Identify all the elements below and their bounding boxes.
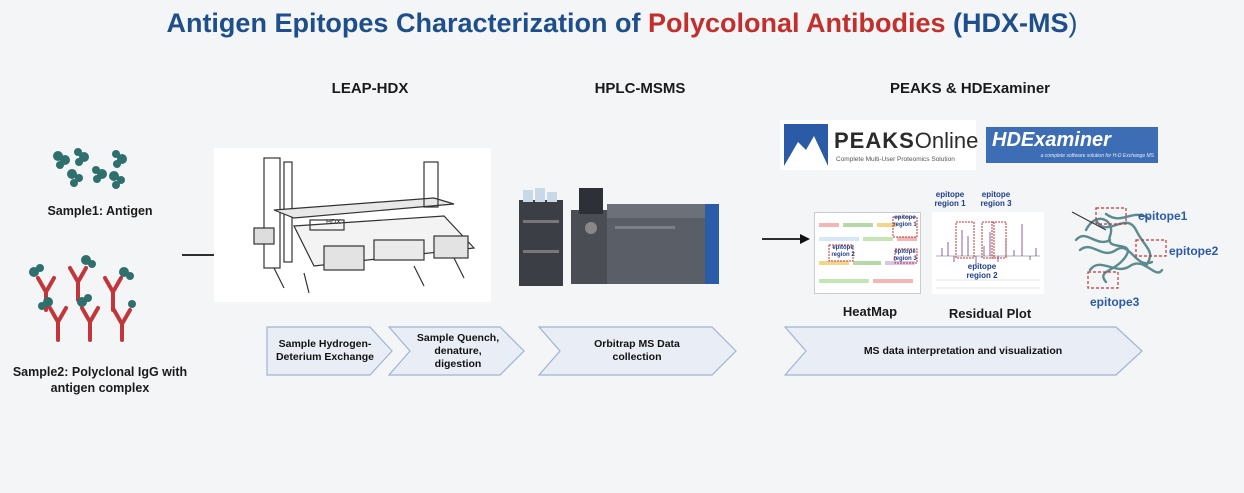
chevron-shape-icon <box>538 326 737 376</box>
title-part3: (HDX-MS <box>945 8 1069 38</box>
step3-line2: collection <box>612 351 662 363</box>
peaks-online-logo: PEAKSOnline Complete Multi-User Proteomi… <box>780 120 978 170</box>
leap-hdx-instrument-image: HDX <box>214 148 491 302</box>
arrow-to-results-icon <box>762 234 810 244</box>
stage-hplc-msms: HPLC-MSMS <box>594 80 686 97</box>
residual-region1-line1: epitope <box>935 190 965 199</box>
step3-line1: Orbitrap MS Data <box>594 338 680 350</box>
step1-line1: Sample Hydrogen- <box>278 338 372 350</box>
sample1-label: Sample1: Antigen <box>47 204 153 218</box>
title-part1: Antigen Epitopes Characterization of <box>166 8 648 38</box>
stage-leap-hdx: LEAP-HDX <box>331 80 409 97</box>
peaks-tagline: Complete Multi-User Proteomics Solution <box>836 156 955 163</box>
step2-line1: Sample Quench, <box>416 331 500 344</box>
chevron-shape-icon <box>266 326 393 376</box>
step2-line2: denature, <box>434 344 482 357</box>
heatmap-region2-label: epitope region 2 <box>831 245 855 258</box>
residual-region2-line2: region 2 <box>966 271 998 280</box>
step2-text: Sample Quench, denature, digestion <box>412 328 504 374</box>
heatmap-region1-label: epitope region 1 <box>893 215 917 228</box>
residual-plot-thumbnail <box>932 212 1044 294</box>
residual-region3-line1: epitope <box>981 190 1011 199</box>
residual-region3-label: epitope region 3 <box>976 190 1016 208</box>
chevron-shape-icon <box>784 326 1143 376</box>
antibody-complex-icon <box>29 255 136 342</box>
step-orbitrap-collection: Orbitrap MS Data collection <box>538 326 738 376</box>
hdexaminer-logo-text: HDExaminer <box>992 129 1111 151</box>
sample2-line1: Sample2: Polyclonal IgG with <box>12 365 188 379</box>
residual-region2-label: epitope region 2 <box>962 262 1002 280</box>
peaks-mountain-icon <box>784 124 828 166</box>
leap-hdx-drawing-icon: HDX <box>253 157 476 294</box>
sample2-line2: antigen complex <box>50 381 150 395</box>
heatmap-label: HeatMap <box>842 304 898 319</box>
residual-plot-graphic-icon <box>936 221 1040 289</box>
residual-plot-label: Residual Plot <box>948 306 1032 321</box>
step1-text: Sample Hydrogen- Deterium Exchange <box>272 328 378 374</box>
epitope3-label: epitope3 <box>1090 295 1140 309</box>
step4-text: MS data interpretation and visualization <box>863 344 1063 357</box>
peaks-logo-online: Online <box>914 128 979 153</box>
title-part4: ) <box>1068 8 1078 38</box>
step-hydrogen-exchange: Sample Hydrogen- Deterium Exchange <box>266 326 394 376</box>
stage-peaks-hdexaminer: PEAKS & HDExaminer <box>889 80 1051 97</box>
title-part2: Polycolonal Antibodies <box>648 8 946 38</box>
epitope2-label: epitope2 <box>1169 244 1219 258</box>
peaks-logo-text: PEAKSOnline <box>834 128 978 154</box>
hdx-device-label: HDX <box>326 219 341 226</box>
peaks-logo-peaks: PEAKS <box>834 128 915 153</box>
heatmap-graphic-icon <box>819 216 918 283</box>
residual-region1-label: epitope region 1 <box>930 190 970 208</box>
heatmap-thumbnail: epitope region 1 epitope region 2 epitop… <box>814 212 921 294</box>
chevron-shape-icon <box>388 326 525 376</box>
hdexaminer-tagline: a complete software solution for H-D Exc… <box>1040 153 1154 159</box>
step-ms-interpretation: MS data interpretation and visualization <box>784 326 1144 376</box>
hdexaminer-logo: HDExaminer a complete software solution … <box>986 127 1158 163</box>
page-title: Antigen Epitopes Characterization of Pol… <box>0 8 1244 39</box>
heatmap-region3-label: epitope region 3 <box>893 249 917 262</box>
step-quench-digestion: Sample Quench, denature, digestion <box>388 326 526 376</box>
sample2-label: Sample2: Polyclonal IgG with antigen com… <box>0 364 200 396</box>
hplc-msms-instrument-icon <box>519 188 719 286</box>
antigen-molecules-icon <box>53 148 127 189</box>
step3-text: Orbitrap MS Data collection <box>562 328 712 374</box>
residual-region1-line2: region 1 <box>934 199 966 208</box>
epitope1-label: epitope1 <box>1138 209 1188 223</box>
residual-region2-line1: epitope <box>967 262 997 271</box>
step2-line3: digestion <box>434 357 482 370</box>
residual-region3-line2: region 3 <box>980 199 1012 208</box>
protein-structure-icon <box>1071 207 1167 289</box>
step1-line2: Deterium Exchange <box>275 351 375 363</box>
